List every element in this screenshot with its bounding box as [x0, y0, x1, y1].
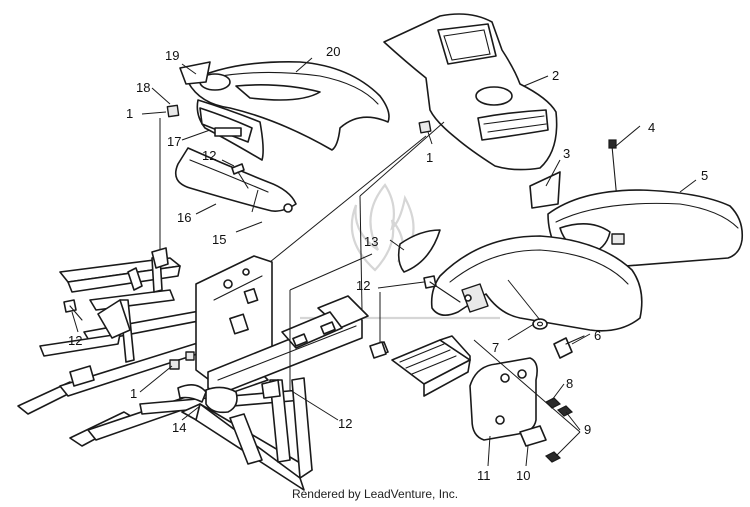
rear-cover-part-2: [383, 13, 558, 171]
callout-18: 18: [136, 80, 150, 95]
callout-12-upper: 12: [202, 148, 216, 163]
callout-1-upper-right: 1: [426, 150, 433, 165]
callout-13: 13: [364, 234, 378, 249]
callout-15: 15: [212, 232, 226, 247]
callout-labels: 1 2 3 4 5 6 7 8 9 10 11 12 13 14 15 16 1…: [68, 44, 708, 483]
clip-part-1-lower: [169, 359, 180, 370]
screw-part-12-lower: [369, 341, 387, 359]
callout-1-upper-left: 1: [126, 106, 133, 121]
nut-part-9: [544, 405, 574, 463]
footer-credit: Rendered by LeadVenture, Inc.: [291, 487, 459, 501]
clip-part-1-upper-left: [166, 104, 180, 118]
screw-part-12-fender: [423, 275, 461, 303]
backing-plate-part-10: [519, 425, 547, 447]
decal-part-13: [397, 229, 441, 273]
clip-part-1-upper-right: [418, 120, 432, 134]
callout-2: 2: [552, 68, 559, 83]
screw-part-12-left: [63, 299, 83, 321]
callout-19: 19: [165, 48, 179, 63]
screw-part-12-upper: [231, 163, 249, 189]
callout-1-lower: 1: [130, 386, 137, 401]
callout-14: 14: [172, 420, 186, 435]
front-cover-part-20: [187, 61, 390, 161]
washer-part-7: [532, 318, 548, 330]
callout-17: 17: [167, 134, 181, 149]
callout-11: 11: [477, 468, 491, 483]
callout-7: 7: [492, 340, 499, 355]
callout-6: 6: [594, 328, 601, 343]
main-frame: [17, 247, 369, 491]
footrest-bracket: [371, 335, 471, 397]
callout-5: 5: [701, 168, 708, 183]
callout-4: 4: [648, 120, 655, 135]
callout-8: 8: [566, 376, 573, 391]
panel-insert-part-17: [199, 107, 253, 143]
bracket-part-16: [174, 147, 297, 213]
bolt-part-6: [553, 335, 585, 359]
callout-16: 16: [177, 210, 191, 225]
callout-12-left: 12: [68, 333, 82, 348]
callout-20: 20: [326, 44, 340, 59]
clip-part-1-mid: [185, 351, 195, 361]
decal-part-3: [529, 171, 561, 209]
callout-3: 3: [563, 146, 570, 161]
callout-12-lower: 12: [338, 416, 352, 431]
callout-10: 10: [516, 468, 530, 483]
callout-12-fender: 12: [356, 278, 370, 293]
leader-lines: [71, 57, 697, 467]
mud-flap-part-11: [469, 357, 538, 441]
callout-9: 9: [584, 422, 591, 437]
front-fender-part: [430, 235, 643, 332]
